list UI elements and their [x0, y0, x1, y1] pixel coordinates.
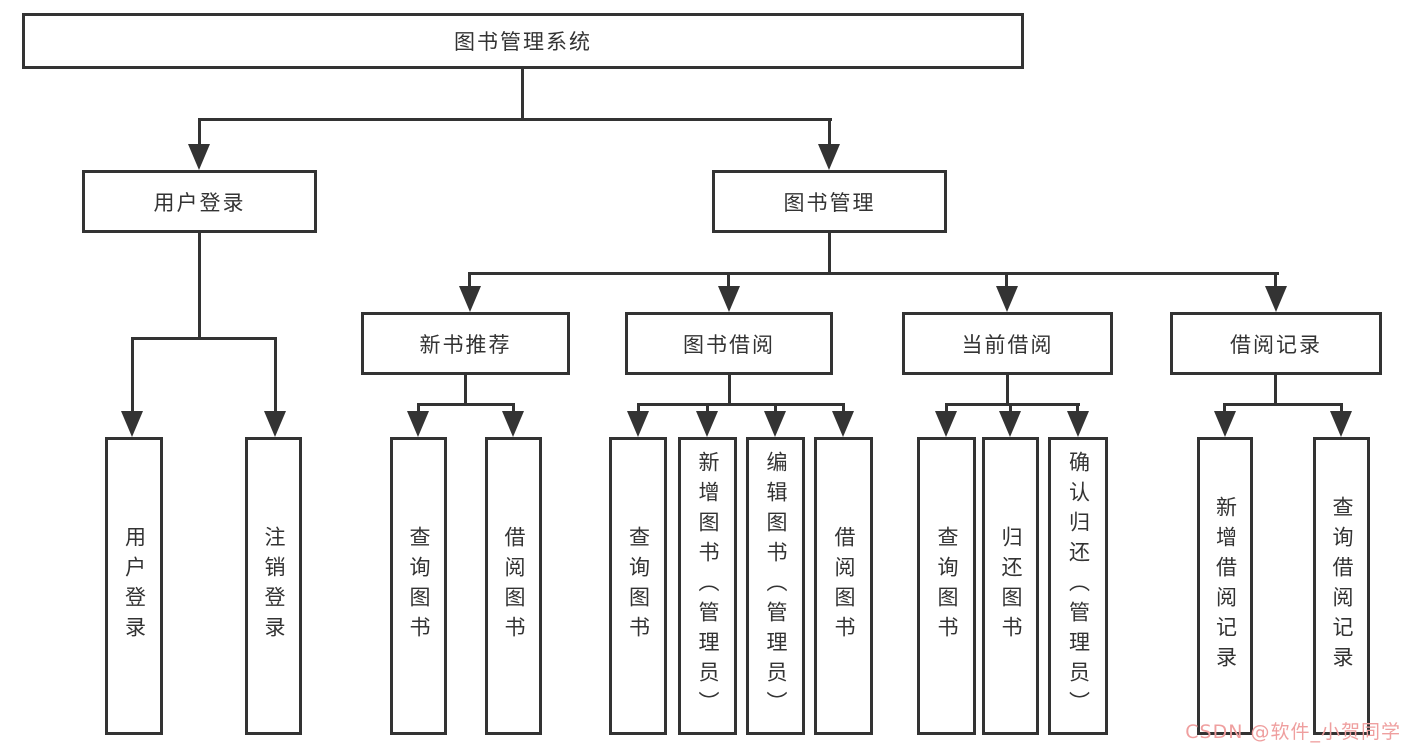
node-book-borrowing: 图书借阅 [625, 312, 833, 375]
node-label: 注销登录 [262, 526, 286, 646]
leaf-logout: 注销登录 [245, 437, 302, 735]
node-label: 新增借阅记录 [1213, 496, 1238, 676]
node-label: 借阅记录 [1230, 332, 1322, 357]
connector-line [198, 233, 201, 340]
connector-line [198, 121, 201, 147]
connector-line [706, 406, 709, 413]
node-label: 新书推荐 [419, 332, 512, 357]
leaf-borrow-books-2: 借阅图书 [814, 437, 873, 735]
leaf-add-borrow-record: 新增借阅记录 [1197, 437, 1253, 735]
node-label: 借阅图书 [502, 526, 526, 646]
node-label: 图书借阅 [683, 332, 775, 357]
arrowhead-down [1067, 411, 1089, 437]
arrowhead-down [935, 411, 957, 437]
connector-line [1223, 403, 1343, 406]
arrowhead-down [188, 144, 210, 170]
csdn-watermark: CSDN @软件_小贺同学 [1185, 721, 1401, 743]
arrowhead-down [407, 411, 429, 437]
arrowhead-down [832, 411, 854, 437]
connector-line [198, 118, 832, 121]
arrowhead-down [627, 411, 649, 437]
connector-line [774, 406, 777, 413]
arrowhead-down [999, 411, 1021, 437]
leaf-add-books-admin: 新增图书（管理员） [678, 437, 737, 735]
connector-line [468, 275, 471, 288]
arrowhead-down [459, 286, 481, 312]
node-label: 新增图书（管理员） [696, 451, 720, 721]
node-new-book-recommend: 新书推荐 [361, 312, 570, 375]
arrowhead-down [996, 286, 1018, 312]
arrowhead-down [264, 411, 286, 437]
connector-line [274, 340, 277, 414]
connector-line [1009, 406, 1012, 413]
node-label: 编辑图书（管理员） [764, 451, 788, 721]
arrowhead-down [818, 144, 840, 170]
connector-line [1006, 375, 1009, 406]
connector-line [945, 406, 948, 413]
connector-line [828, 121, 831, 147]
arrowhead-down [1214, 411, 1236, 437]
leaf-confirm-return-admin: 确认归还（管理员） [1048, 437, 1108, 735]
node-label: 查询图书 [407, 526, 431, 646]
node-label: 图书管理系统 [454, 30, 592, 54]
connector-line [131, 337, 277, 340]
node-label: 查询图书 [935, 526, 959, 646]
arrowhead-down [502, 411, 524, 437]
connector-line [1005, 275, 1008, 288]
arrowhead-down [764, 411, 786, 437]
arrowhead-down [1265, 286, 1287, 312]
node-label: 图书管理 [783, 190, 876, 215]
connector-line [131, 340, 134, 414]
connector-line [637, 406, 640, 413]
node-current-borrowing: 当前借阅 [902, 312, 1113, 375]
node-label: 用户登录 [153, 190, 246, 215]
leaf-borrow-books-1: 借阅图书 [485, 437, 542, 735]
connector-line [728, 375, 731, 406]
connector-line [842, 406, 845, 413]
node-label: 查询借阅记录 [1330, 496, 1354, 676]
leaf-query-books-1: 查询图书 [390, 437, 447, 735]
node-label: 当前借阅 [961, 332, 1054, 357]
node-root: 图书管理系统 [22, 13, 1024, 69]
node-label: 确认归还（管理员） [1066, 451, 1091, 721]
arrowhead-down [1330, 411, 1352, 437]
leaf-query-borrow-record: 查询借阅记录 [1313, 437, 1370, 735]
leaf-query-books-3: 查询图书 [917, 437, 976, 735]
connector-line [1274, 375, 1277, 406]
connector-line [945, 403, 1080, 406]
leaf-user-login: 用户登录 [105, 437, 163, 735]
connector-line [637, 403, 845, 406]
connector-line [828, 233, 831, 275]
leaf-return-books: 归还图书 [982, 437, 1039, 735]
node-borrowing-records: 借阅记录 [1170, 312, 1382, 375]
node-label: 用户登录 [122, 526, 147, 646]
connector-line [464, 375, 467, 406]
node-label: 借阅图书 [832, 526, 856, 646]
connector-line [1340, 406, 1343, 413]
arrowhead-down [121, 411, 143, 437]
node-label: 查询图书 [626, 526, 651, 646]
connector-line [512, 406, 515, 413]
leaf-edit-books-admin: 编辑图书（管理员） [746, 437, 805, 735]
connector-line [417, 406, 420, 413]
connector-line [417, 403, 515, 406]
connector-line [521, 69, 524, 121]
node-user-login: 用户登录 [82, 170, 317, 233]
node-label: 归还图书 [999, 526, 1023, 646]
connector-line [1223, 406, 1226, 413]
arrowhead-down [696, 411, 718, 437]
connector-line [1274, 275, 1277, 288]
node-book-management: 图书管理 [712, 170, 947, 233]
arrowhead-down [718, 286, 740, 312]
connector-line [468, 272, 1279, 275]
connector-line [727, 275, 730, 288]
connector-line [1076, 406, 1079, 413]
leaf-query-books-2: 查询图书 [609, 437, 667, 735]
